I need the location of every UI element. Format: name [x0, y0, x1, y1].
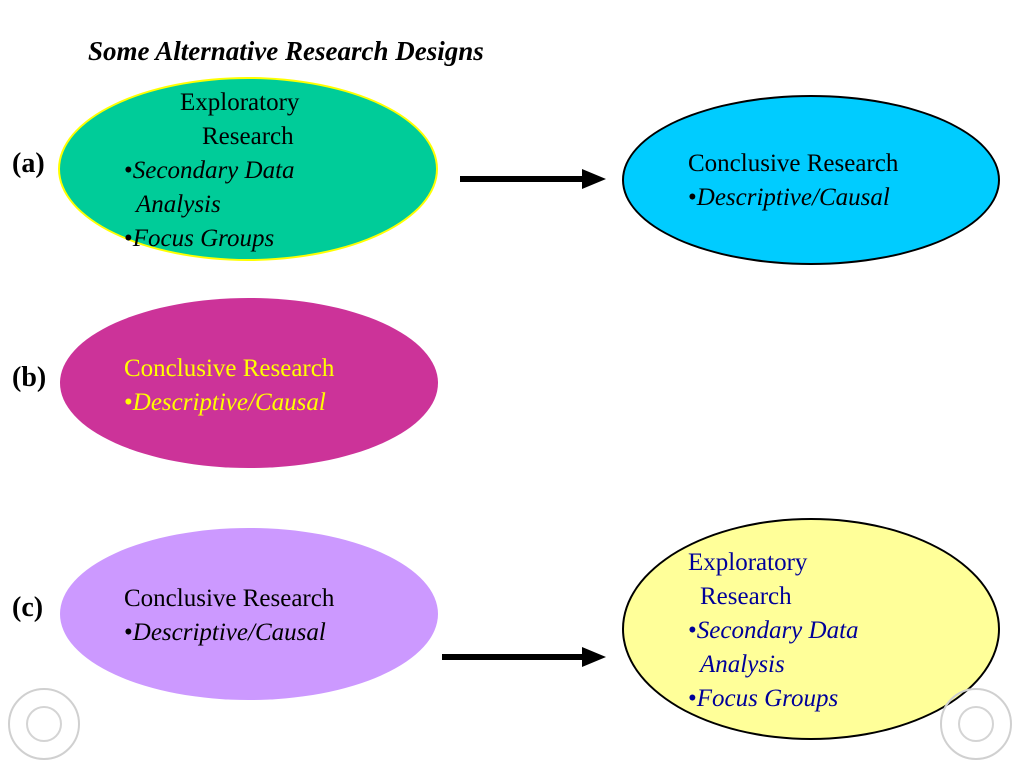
conclusive-title-c: Conclusive Research [124, 585, 335, 612]
bullet-focus-groups: Focus Groups [696, 685, 839, 712]
bullet-dot: • [688, 685, 697, 712]
bullet-dot: • [688, 184, 697, 211]
bullet-analysis: Analysis [136, 191, 221, 218]
conclusive-title-a: Conclusive Research [688, 150, 899, 177]
row-label-c: (c) [12, 592, 44, 623]
conclusive-ellipse-b [60, 298, 438, 468]
bullet-secondary-data: Secondary Data [696, 617, 859, 644]
conclusive-text-c: Conclusive Research •Descriptive/Causal [124, 582, 334, 650]
slide-title: Some Alternative Research Designs [88, 36, 484, 66]
exploratory-title-line1: Exploratory [180, 89, 300, 116]
exploratory-title-line2-c: Research [700, 583, 792, 610]
exploratory-text-a: Exploratory Research •Secondary Data Ana… [124, 86, 299, 256]
bullet-secondary-data: Secondary Data [132, 157, 295, 184]
seal-emblem [958, 706, 994, 742]
row-label-a: (a) [12, 148, 45, 179]
bullet-dot: • [124, 157, 133, 184]
arrow-a-head [582, 169, 606, 189]
conclusive-ellipse-a [622, 95, 1000, 265]
university-seal-logo-right [940, 688, 1012, 760]
bullet-focus-groups: Focus Groups [132, 225, 275, 252]
conclusive-text-b: Conclusive Research •Descriptive/Causal [124, 352, 334, 420]
arrow-c-head [582, 647, 606, 667]
arrow-a [460, 169, 606, 189]
bullet-analysis: Analysis [700, 651, 785, 678]
conclusive-text-a: Conclusive Research •Descriptive/Causal [688, 147, 898, 215]
arrow-c [442, 647, 606, 667]
bullet-dot: • [124, 389, 133, 416]
exploratory-title-line1-c: Exploratory [688, 549, 808, 576]
conclusive-ellipse-c [60, 528, 438, 700]
exploratory-title-line2: Research [202, 123, 294, 150]
exploratory-ellipse-c [622, 518, 1000, 740]
university-seal-logo-left [8, 688, 80, 760]
bullet-descriptive-causal: Descriptive/Causal [132, 619, 326, 646]
exploratory-text-c: Exploratory Research •Secondary Data Ana… [688, 546, 859, 716]
bullet-dot: • [124, 225, 133, 252]
bullet-descriptive-causal: Descriptive/Causal [132, 389, 326, 416]
conclusive-title-b: Conclusive Research [124, 355, 335, 382]
bullet-dot: • [688, 617, 697, 644]
exploratory-ellipse-a [58, 77, 438, 261]
bullet-descriptive-causal: Descriptive/Causal [696, 184, 890, 211]
seal-emblem [26, 706, 62, 742]
row-label-b: (b) [12, 362, 47, 393]
bullet-dot: • [124, 619, 133, 646]
